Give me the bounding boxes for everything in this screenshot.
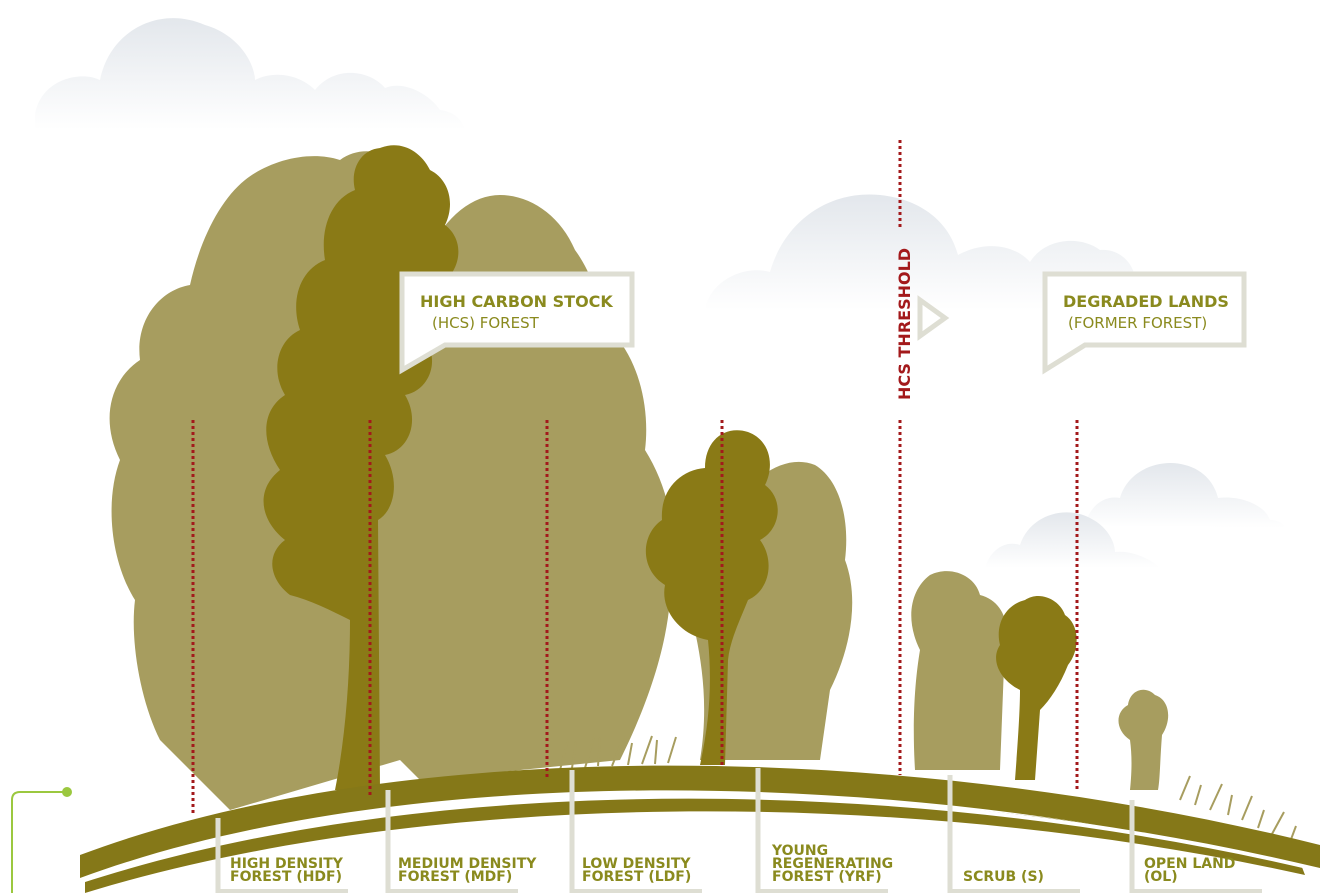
tree-scrub-dark: [996, 595, 1077, 780]
corner-connector: [11, 787, 72, 893]
callout-subtitle: (FORMER FOREST): [1068, 314, 1207, 332]
category-label-line: SCRUB (S): [963, 869, 1044, 885]
grass: [559, 733, 1297, 843]
tree-yrf-dark: [645, 430, 778, 765]
callout-box: [399, 271, 635, 375]
category-label-line: (OL): [1144, 869, 1178, 885]
ground-highlight: [82, 794, 1320, 883]
threshold-label: HCS THRESHOLD: [895, 248, 914, 400]
category-label-line: HIGH DENSITY: [230, 856, 344, 872]
category-markers: [191, 420, 1079, 815]
callout-subtitle: (HCS) FOREST: [432, 314, 540, 332]
category-label-ol: OPEN LAND(OL): [1129, 800, 1262, 893]
threshold-arrow-icon: [917, 295, 950, 341]
category-label-line: FOREST (MDF): [398, 869, 512, 885]
connector-line: [11, 791, 66, 893]
cloud: [35, 18, 465, 130]
callout-hcs-forest: HIGH CARBON STOCK (HCS) FOREST: [399, 271, 635, 375]
category-label-line: MEDIUM DENSITY: [398, 856, 537, 872]
callout-box: [1042, 271, 1247, 375]
callout-title: DEGRADED LANDS: [1063, 292, 1229, 311]
callout-title: HIGH CARBON STOCK: [420, 292, 613, 311]
category-label-line: LOW DENSITY: [582, 856, 691, 872]
cloud: [985, 512, 1160, 568]
category-label-s: SCRUB (S): [947, 775, 1080, 893]
category-label-line: FOREST (LDF): [582, 869, 691, 885]
grass-tufts: [559, 733, 1297, 843]
category-label-line: YOUNG: [771, 843, 828, 859]
tree-canopy-scrub: [911, 571, 1007, 770]
hcs-threshold: HCS THRESHOLD: [895, 140, 950, 775]
connector-dot: [62, 787, 72, 797]
category-label-line: REGENERATING: [772, 856, 893, 872]
category-label-line: OPEN LAND: [1144, 856, 1235, 872]
category-label-line: FOREST (YRF): [772, 869, 882, 885]
tree-canopy-ol: [1118, 689, 1169, 790]
callout-degraded: DEGRADED LANDS (FORMER FOREST): [1042, 271, 1247, 375]
cloud: [1085, 463, 1285, 528]
category-label-line: FOREST (HDF): [230, 869, 342, 885]
